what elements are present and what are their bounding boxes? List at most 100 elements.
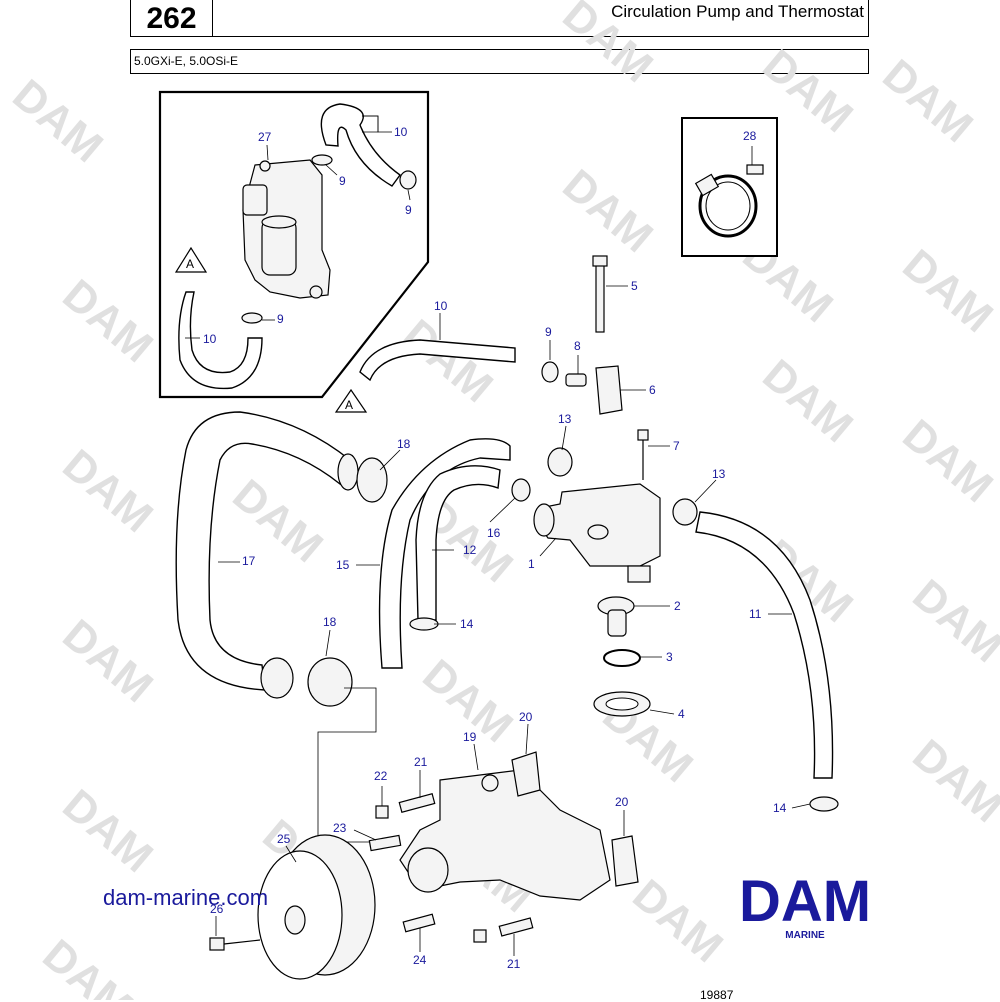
clamp-9-b xyxy=(399,170,417,190)
water-pump-19 xyxy=(399,769,611,901)
watermark-text: DAM xyxy=(554,160,662,262)
reference-a-label: A xyxy=(186,257,194,271)
page-number: 262 xyxy=(131,0,213,36)
clamp-13-upper xyxy=(547,447,573,477)
callout-16: 16 xyxy=(487,526,501,540)
clamp-18-lower xyxy=(307,657,353,707)
inset-clamp: 28 xyxy=(681,117,778,257)
callout-11: 11 xyxy=(749,607,762,621)
callout-18: 18 xyxy=(397,437,411,451)
nut-21-lower xyxy=(473,929,487,943)
clamp-9-c xyxy=(241,312,263,324)
hose-11 xyxy=(695,511,834,779)
callout-8: 8 xyxy=(574,339,581,353)
dam-logo: DAM xyxy=(739,875,871,934)
bolt-21-upper xyxy=(398,793,436,813)
callout-2: 2 xyxy=(674,599,681,613)
watermark-text: DAM xyxy=(874,50,982,152)
gasket-20-top xyxy=(511,751,541,797)
callout-10: 10 xyxy=(394,125,408,139)
watermark-text: DAM xyxy=(394,310,502,412)
hose-10-bottom xyxy=(178,291,263,390)
bolt-21-lower xyxy=(498,917,534,937)
header-row: 262 Circulation Pump and Thermostat xyxy=(130,0,869,37)
bolt-24 xyxy=(402,913,436,933)
hose-17 xyxy=(175,411,351,691)
callout-23: 23 xyxy=(333,821,347,835)
callout-6: 6 xyxy=(649,383,656,397)
callout-20: 20 xyxy=(615,795,629,809)
callout-14: 14 xyxy=(773,801,787,815)
reference-a-label: A xyxy=(345,398,353,412)
callout-21: 21 xyxy=(414,755,428,769)
callout-17: 17 xyxy=(242,554,256,568)
watermark-text: DAM xyxy=(54,610,162,712)
watermark-text: DAM xyxy=(754,350,862,452)
callout-12: 12 xyxy=(463,543,477,557)
callout-21: 21 xyxy=(507,957,521,971)
callout-5: 5 xyxy=(631,279,638,293)
callout-18: 18 xyxy=(323,615,337,629)
hose-10-top xyxy=(320,103,401,187)
clamp-18-upper xyxy=(356,457,388,503)
main-assembly: A xyxy=(175,255,839,980)
bolt-23 xyxy=(368,834,402,852)
callout-26: 26 xyxy=(210,902,224,916)
watermark-text: DAM xyxy=(54,440,162,542)
gasket-20-right xyxy=(611,835,639,887)
callout-13: 13 xyxy=(712,467,726,481)
callout-9: 9 xyxy=(405,203,412,217)
callout-9: 9 xyxy=(339,174,346,188)
callout-3: 3 xyxy=(666,650,673,664)
callout-1: 1 xyxy=(528,557,535,571)
clamp-14-right xyxy=(809,796,839,812)
watermark-text: DAM xyxy=(34,930,142,1000)
watermark-text: DAM xyxy=(894,240,1000,342)
callout-19: 19 xyxy=(463,730,477,744)
callout-25: 25 xyxy=(277,832,291,846)
page-title: Circulation Pump and Thermostat xyxy=(611,2,864,21)
brand-subtitle: MARINE xyxy=(785,930,825,941)
bolt-22 xyxy=(375,805,389,819)
callout-10: 10 xyxy=(434,299,448,313)
callout-15: 15 xyxy=(336,558,350,572)
clamp-16 xyxy=(511,478,531,502)
callout-14: 14 xyxy=(460,617,474,631)
callout-4: 4 xyxy=(678,707,685,721)
callout-9: 9 xyxy=(545,325,552,339)
hose-10-main xyxy=(359,339,516,382)
dam-logo-text: DAM xyxy=(739,875,871,934)
fitting-8 xyxy=(565,373,587,387)
clamp-13-right xyxy=(672,498,698,526)
watermark-text: DAM xyxy=(904,730,1000,832)
callout-20: 20 xyxy=(519,710,533,724)
watermark-text: DAM xyxy=(224,470,332,572)
callout-22: 22 xyxy=(374,769,388,783)
watermark-text: DAM xyxy=(894,410,1000,512)
clamp-9 xyxy=(541,361,559,383)
callout-13: 13 xyxy=(558,412,572,426)
callout-10: 10 xyxy=(203,332,217,346)
bolt-5 xyxy=(595,261,605,333)
drawing-number: 19887 xyxy=(700,988,734,1002)
website-link[interactable]: dam-marine.com xyxy=(103,885,269,910)
gasket-6 xyxy=(595,365,623,415)
watermark-text: DAM xyxy=(54,270,162,372)
callout-7: 7 xyxy=(673,439,680,453)
watermark-text: DAM xyxy=(4,70,112,172)
seal-ring-3 xyxy=(603,649,641,667)
watermark-text: DAM xyxy=(54,780,162,882)
bolt-26 xyxy=(209,937,225,951)
callout-28: 28 xyxy=(743,129,757,143)
clamp-9-a xyxy=(311,154,333,166)
clamp-14-left xyxy=(409,617,439,631)
hose-15 xyxy=(378,438,511,669)
bolt-7 xyxy=(637,429,649,441)
callout-24: 24 xyxy=(413,953,427,967)
model-row: 5.0GXi-E, 5.0OSi-E xyxy=(130,49,869,74)
watermark-text: DAM xyxy=(904,570,1000,672)
inset-a: A 27 10 9 9 9 10 xyxy=(158,90,430,399)
callout-27: 27 xyxy=(258,130,272,144)
callout-9: 9 xyxy=(277,312,284,326)
